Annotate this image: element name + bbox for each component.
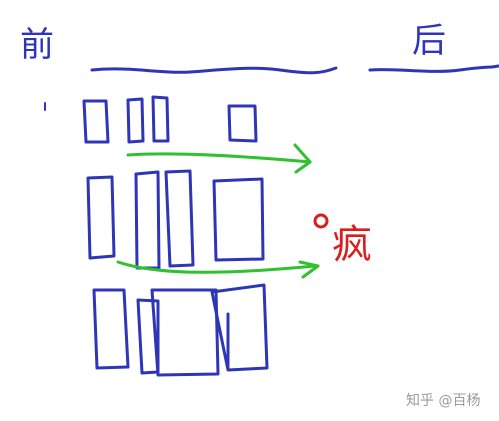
- arrow-head-2: [298, 260, 320, 279]
- crazy-label: 疯: [332, 222, 372, 268]
- person-row2-box2: [134, 170, 161, 270]
- person-row1-box4: [227, 104, 258, 143]
- arrow-shaft-1: [126, 152, 312, 164]
- person-row1-box2: [126, 97, 145, 144]
- front-label: 前: [20, 25, 54, 65]
- arrow-head-1: [293, 143, 312, 174]
- person-row2-box3: [164, 169, 195, 268]
- person-row3-box4: [210, 283, 269, 372]
- person-row3-box1: [92, 288, 130, 370]
- person-row2-box1: [86, 175, 116, 260]
- arrow-shaft-2: [116, 260, 317, 274]
- person-row1-box3: [151, 95, 170, 143]
- back-label: 后: [412, 21, 446, 61]
- person-row3-box3: [150, 288, 220, 377]
- person-row1-box1: [82, 99, 110, 144]
- red-circle: [313, 213, 329, 229]
- person-row2-box4: [212, 177, 265, 262]
- back-underline: [368, 64, 499, 73]
- front-underline: [90, 66, 338, 75]
- watermark-text: 知乎 @百杨: [406, 392, 480, 409]
